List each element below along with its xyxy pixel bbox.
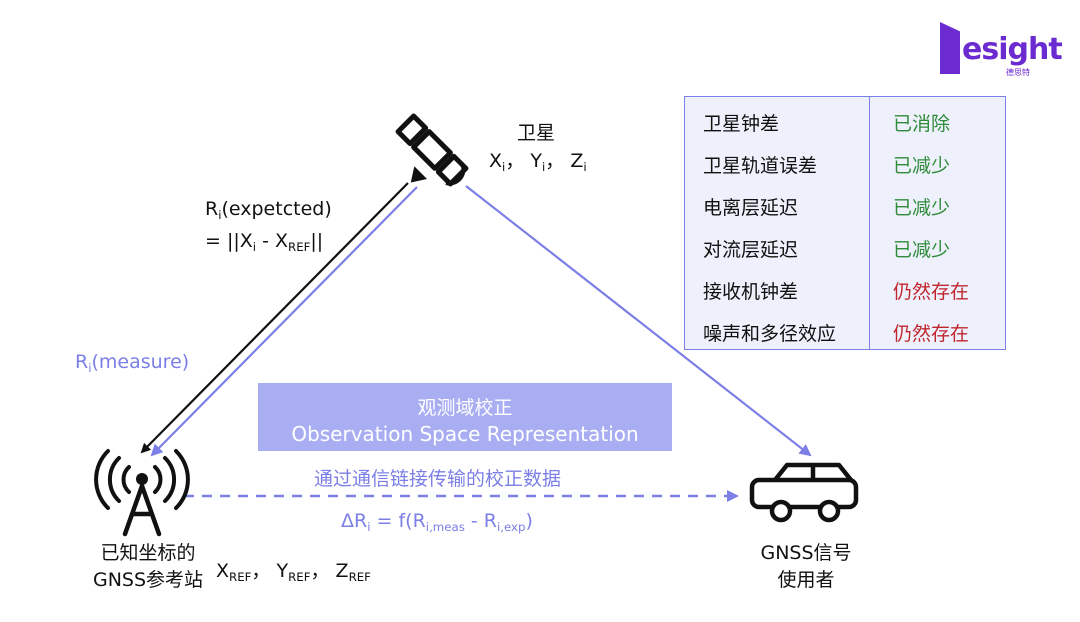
error-source-label: 卫星钟差: [703, 113, 780, 135]
error-status-table: 卫星钟差已消除卫星轨道误差已减少电离层延迟已减少对流层延迟已减少接收机钟差仍然存…: [684, 96, 1006, 350]
satellite-to-user-arrow: [465, 185, 812, 457]
banner-title-cn: 观测域校正: [417, 397, 513, 419]
measured-range-label: Ri(measure): [75, 351, 190, 376]
status-row: 电离层延迟 已减少: [685, 187, 1005, 227]
logo-subtext: 德思特: [1006, 68, 1030, 77]
antenna-tower-icon: [94, 449, 190, 537]
status-row: 接收机钟差 仍然存在: [685, 271, 1005, 311]
satellite-dish: [445, 165, 466, 186]
brand-logo: esight 德思特: [940, 16, 1063, 80]
expected-range-arrow: [140, 182, 409, 454]
logo-wordmark: esight: [962, 32, 1063, 67]
error-source-label: 电离层延迟: [703, 197, 799, 219]
error-source-label: 接收机钟差: [703, 281, 799, 303]
error-status-label: 已减少: [893, 239, 951, 261]
correction-formula: ΔRi = f(Ri,meas - Ri,exp): [341, 510, 533, 535]
error-status-label: 已减少: [893, 155, 951, 177]
status-row: 对流层延迟 已减少: [685, 229, 1005, 269]
observation-space-banner: 观测域校正 Observation Space Representation: [258, 383, 672, 451]
satellite-label: 卫星: [517, 122, 556, 144]
status-row: 卫星轨道误差 已减少: [685, 145, 1005, 185]
correction-link-label: 通过通信链接传输的校正数据: [314, 468, 562, 490]
status-row: 卫星钟差 已消除: [685, 103, 1005, 143]
error-source-label: 对流层延迟: [703, 239, 799, 261]
error-source-label: 噪声和多径效应: [703, 323, 837, 345]
car-icon: [749, 462, 859, 523]
satellite-icon: [395, 113, 469, 187]
error-status-label: 已减少: [893, 197, 951, 219]
error-source-label: 卫星轨道误差: [703, 155, 818, 177]
logo-mark: [940, 22, 960, 74]
banner-title-en: Observation Space Representation: [291, 422, 639, 446]
error-status-label: 仍然存在: [893, 281, 970, 303]
measured-range-arrow: [150, 186, 418, 457]
error-status-label: 仍然存在: [893, 323, 970, 345]
satellite-coordinates: Xi， Yi， Zi: [489, 150, 587, 175]
reference-station-coordinates: XREF， YREF， ZREF: [216, 560, 371, 585]
status-row: 噪声和多径效应 仍然存在: [685, 313, 1005, 353]
table-divider: [869, 97, 870, 349]
error-status-label: 已消除: [893, 113, 951, 135]
reference-station-label: 已知坐标的 GNSS参考站: [92, 542, 204, 591]
gnss-user-label: GNSS信号 使用者: [760, 542, 852, 591]
expected-range-label: Ri(expetcted) = ||Xi - XREF||: [205, 198, 332, 255]
